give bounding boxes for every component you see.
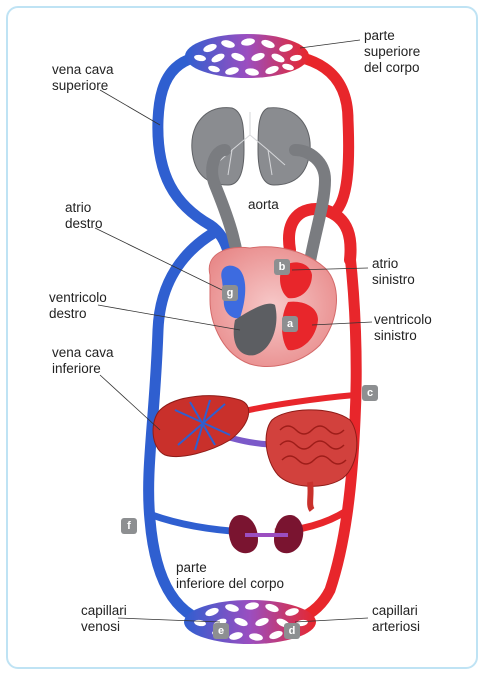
tag-d: d — [284, 623, 300, 639]
label-venous-capillaries: capillari venosi — [81, 603, 127, 635]
heart — [209, 247, 336, 367]
tag-a: a — [282, 316, 298, 332]
label-left-ventricle: ventricolo sinistro — [374, 312, 432, 344]
tag-f: f — [121, 518, 137, 534]
label-arterial-capillaries: capillari arteriosi — [372, 603, 420, 635]
label-inferior-vena-cava: vena cava inferiore — [52, 345, 114, 377]
hepatic-artery — [240, 395, 355, 412]
kidneys — [229, 515, 304, 553]
label-left-atrium: atrio sinistro — [372, 256, 415, 288]
tag-e: e — [213, 623, 229, 639]
label-superior-vena-cava: vena cava superiore — [52, 62, 114, 94]
capillaries-upper-body — [185, 34, 309, 78]
tag-c: c — [362, 385, 378, 401]
label-upper-body: parte superiore del corpo — [364, 28, 420, 76]
label-right-atrium: atrio destro — [65, 200, 103, 232]
intestines — [266, 410, 357, 510]
label-lower-body: parte inferiore del corpo — [176, 560, 284, 592]
liver — [153, 396, 249, 457]
tag-b: b — [274, 259, 290, 275]
label-right-ventricle: ventricolo destro — [49, 290, 107, 322]
label-aorta: aorta — [248, 197, 279, 213]
tag-g: g — [222, 285, 238, 301]
